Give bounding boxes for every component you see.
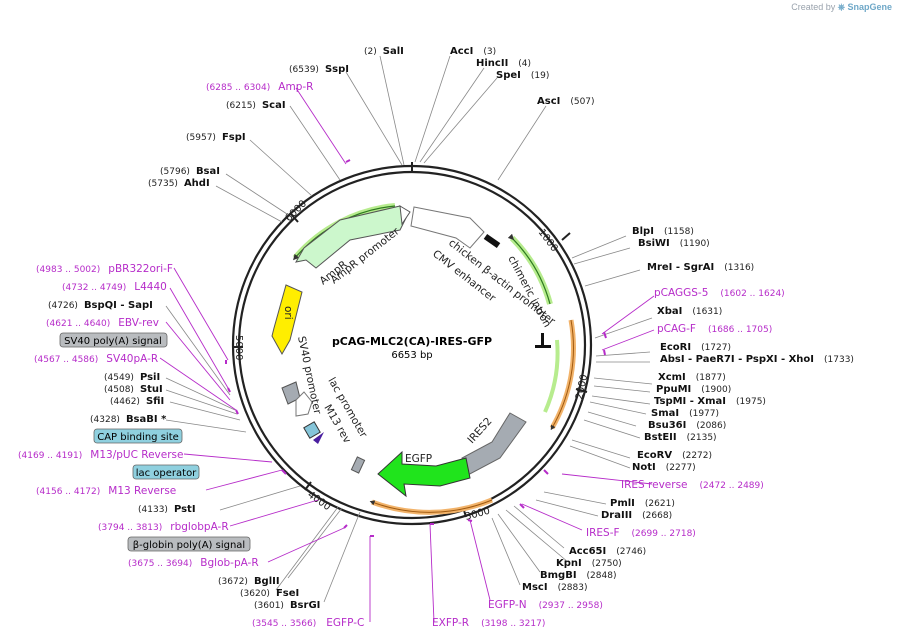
- plasmid-size: 6653 bp: [391, 350, 432, 361]
- credit-prefix: Created by: [791, 2, 836, 12]
- beta-globin-feature: [350, 456, 366, 474]
- credit-brand: SnapGene: [847, 2, 892, 12]
- tick-2000: 2000: [574, 373, 590, 400]
- primer-l4440: (4732 .. 4749)L4440: [62, 281, 167, 293]
- orf-arc-right-line: [550, 319, 574, 431]
- label-egfp: EGFP: [405, 453, 432, 465]
- site-msci: MscI(2883): [522, 582, 588, 593]
- site-xhoi: AbsI - PaeR7I - PspXI - XhoI(1733): [660, 354, 854, 365]
- site-pmli: PmlI(2621): [610, 498, 675, 509]
- site-bsabi: (4328)BsaBI *: [90, 414, 167, 425]
- label-cap-binding-site: CAP binding site: [97, 432, 179, 443]
- plasmid-name: pCAG-MLC2(CA)-IRES-GFP: [332, 335, 492, 348]
- site-stui: (4508)StuI: [104, 384, 163, 395]
- label-beta-globin-polya: β-globin poly(A) signal: [133, 540, 245, 551]
- m13-rev-marker: [313, 432, 324, 444]
- site-bsai: (5796)BsaI: [160, 166, 220, 177]
- site-sali: (2)SalI: [364, 46, 404, 57]
- primer-egfp-c: (3545 .. 3566)EGFP-C: [252, 617, 364, 629]
- box-sv40-polya: [59, 332, 168, 348]
- primer-m13-reverse: (4156 .. 4172)M13 Reverse: [36, 485, 176, 497]
- primer-ticks: [225, 159, 607, 537]
- site-smai: SmaI(1977): [651, 408, 719, 419]
- label-ori: ori: [282, 306, 294, 320]
- snapgene-logo: ⎈: [837, 2, 845, 12]
- terminator-marker-right: [535, 345, 551, 348]
- site-xmai: TspMI - XmaI(1975): [654, 396, 766, 407]
- site-xbai: XbaI(1631): [657, 306, 722, 317]
- primer-ebv-rev: (4621 .. 4640)EBV-rev: [46, 317, 159, 329]
- site-scai: (6215)ScaI: [226, 100, 286, 111]
- box-beta-globin-polya: [127, 536, 251, 552]
- tick-4000: 4000: [305, 489, 332, 513]
- site-sspi: (6539)SspI: [289, 64, 349, 75]
- primer-rbglobpa-r: (3794 .. 3813)rbglobpA-R: [98, 521, 229, 533]
- site-draiii: DraIII(2668): [601, 510, 672, 521]
- primer-egfp-n: EGFP-N(2937 .. 2958): [488, 599, 603, 611]
- site-ahdi: (5735)AhdI: [148, 178, 210, 189]
- site-hincii: HincII(4): [476, 58, 531, 69]
- site-acc65i: Acc65I(2746): [569, 546, 646, 557]
- leader-lines: [165, 55, 653, 603]
- site-bsrgi: (3601)BsrGI: [254, 600, 320, 611]
- primer-ires-f: IRES-F(2699 .. 2718): [586, 527, 696, 539]
- chimeric-intron-arc-line: [507, 233, 551, 305]
- site-ecori: EcoRI(1727): [660, 342, 731, 353]
- box-lac-operator: [132, 464, 200, 480]
- site-fspi: (5957)FspI: [186, 132, 246, 143]
- terminator-marker-top: [483, 233, 501, 249]
- primer-bglob-pa-r: (3675 .. 3694)Bglob-pA-R: [128, 557, 259, 569]
- site-kpni: KpnI(2750): [556, 558, 622, 569]
- ampr-feature: [295, 205, 407, 269]
- site-blpi: BlpI(1158): [632, 226, 694, 237]
- primer-amp-r: (6285 .. 6304)Amp-R: [206, 81, 313, 93]
- site-psti: (4133)PstI: [138, 504, 196, 515]
- snapgene-credit: Created by ⎈ SnapGene: [791, 2, 892, 13]
- terminator-stem-right: [541, 333, 544, 346]
- green-arc-right: [543, 339, 560, 413]
- site-acci: AccI(3): [450, 46, 496, 57]
- site-bsiwi: BsiWI(1190): [638, 238, 710, 249]
- primer-sv40pa-r: (4567 .. 4586)SV40pA-R: [34, 353, 158, 365]
- egfp-feature: [377, 450, 471, 498]
- site-bglii: (3672)BglII: [218, 576, 280, 587]
- lac-promoter-feature: [295, 391, 313, 417]
- site-bsteii: BstEII(2135): [644, 432, 717, 443]
- primer-leader-lines: [159, 87, 655, 623]
- site-bspqi: (4726)BspQI - SapI: [48, 300, 153, 311]
- primer-m13-puc-reverse: (4169 .. 4191)M13/pUC Reverse: [18, 449, 183, 461]
- site-asci: AscI(507): [537, 96, 595, 107]
- primer-exfp-r: EXFP-R(3198 .. 3217): [432, 617, 545, 629]
- primer-pbr322ori-f: (4983 .. 5002)pBR322ori-F: [36, 263, 173, 275]
- site-psii: (4549)PsiI: [104, 372, 160, 383]
- ampr-promoter-feature: [399, 205, 411, 226]
- site-sfii: (4462)SfiI: [110, 396, 164, 407]
- site-noti: NotI(2277): [632, 462, 696, 473]
- primer-ires-reverse: IRES reverse(2472 .. 2489): [621, 479, 764, 491]
- label-sv40-polya: SV40 poly(A) signal: [64, 336, 162, 347]
- orf-arc-bottom-line: [369, 499, 493, 513]
- primer-pcaggs-5: pCAGGS-5(1602 .. 1624): [654, 287, 785, 299]
- cap-site-feature: [303, 421, 321, 439]
- ori-feature: [271, 284, 303, 356]
- site-bsu36i: Bsu36I(2086): [648, 420, 726, 431]
- site-bmgbi: BmgBI(2848): [540, 570, 616, 581]
- label-ires2: IRES2: [465, 415, 494, 446]
- label-lac-operator: lac operator: [136, 468, 197, 479]
- site-ecorv: EcoRV(2272): [637, 450, 712, 461]
- tick-marks: [232, 162, 588, 518]
- primer-pcag-f: pCAG-F(1686 .. 1705): [657, 323, 772, 335]
- cmv-enhancer-block: [410, 206, 485, 249]
- tick-5000: 5000: [233, 335, 244, 360]
- site-mrei: MreI - SgrAI(1316): [647, 262, 754, 273]
- site-spei: SpeI(19): [496, 70, 549, 81]
- site-ppumi: PpuMI(1900): [656, 384, 731, 395]
- box-cap-binding-site: [93, 428, 183, 444]
- site-xcmi: XcmI(1877): [658, 372, 726, 383]
- site-fsei: (3620)FseI: [240, 588, 299, 599]
